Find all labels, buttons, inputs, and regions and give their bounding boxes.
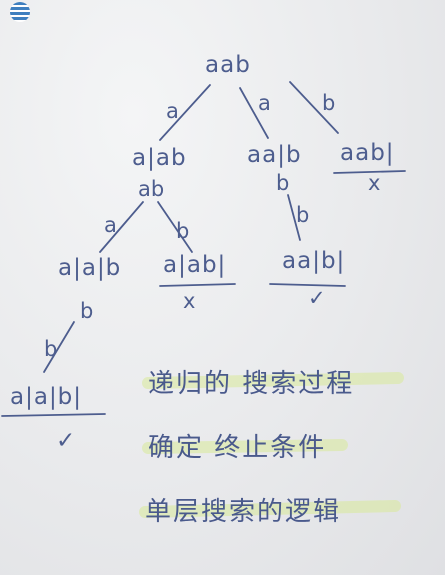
edge-label-ab-left: a bbox=[104, 213, 117, 237]
note-recursion-process: 递归的 搜索过程 bbox=[148, 369, 354, 399]
node-a-ab-end: a|ab| bbox=[163, 252, 226, 278]
leaf-node-a-a-b-end: a|a|b| bbox=[10, 384, 82, 410]
node-aa-b: aa|b bbox=[247, 142, 302, 168]
highlight-line-1 bbox=[142, 372, 404, 389]
note-single-level-logic: 单层搜索的逻辑 bbox=[145, 497, 341, 527]
check-mark-aa-b-end: ✓ bbox=[308, 286, 326, 310]
node-b-remainder: b bbox=[276, 171, 289, 195]
notes-block: 递归的 搜索过程 确定 终止条件 单层搜索的逻辑 bbox=[139, 369, 404, 527]
underline-a-ab-end bbox=[159, 283, 236, 287]
edge-b-down bbox=[287, 194, 301, 241]
edge-label-root-right: b bbox=[322, 91, 335, 115]
striped-globe-logo-icon bbox=[10, 2, 30, 22]
node-aa-b-end: aa|b| bbox=[282, 248, 345, 274]
cross-mark-aab-end: x bbox=[368, 171, 380, 195]
edge-leaf bbox=[43, 321, 75, 373]
root-node: aab bbox=[205, 52, 251, 78]
node-b-leaf-remainder: b bbox=[80, 299, 93, 323]
highlight-line-2 bbox=[142, 439, 348, 454]
note-termination-condition: 确定 终止条件 bbox=[148, 433, 326, 463]
check-mark-leaf: ✓ bbox=[56, 428, 76, 454]
edge-label-root-middle: a bbox=[258, 91, 271, 115]
node-aab-end: aab| bbox=[340, 140, 395, 166]
channel-logo bbox=[6, 2, 36, 32]
edge-ab-right bbox=[157, 201, 193, 253]
underline-aab-end bbox=[333, 170, 406, 174]
edge-label-root-left: a bbox=[166, 99, 179, 123]
node-a-ab: a|ab bbox=[132, 145, 187, 171]
edge-root-right bbox=[289, 81, 339, 134]
underline-aa-b-end bbox=[269, 283, 346, 287]
tree-edges bbox=[43, 81, 339, 373]
highlight-line-3 bbox=[139, 500, 401, 518]
edge-ab-left bbox=[99, 201, 144, 253]
edge-label-ab-right: b bbox=[176, 219, 189, 243]
node-a-a-b: a|a|b bbox=[58, 255, 121, 281]
edge-root-middle bbox=[239, 87, 269, 139]
underline-leaf bbox=[1, 413, 106, 417]
cross-mark-a-ab-end: x bbox=[183, 289, 195, 313]
edge-label-b-down: b bbox=[296, 203, 309, 227]
edge-root-left bbox=[159, 84, 211, 141]
edge-label-leaf: b bbox=[44, 337, 57, 361]
node-ab-remainder: ab bbox=[138, 177, 164, 201]
